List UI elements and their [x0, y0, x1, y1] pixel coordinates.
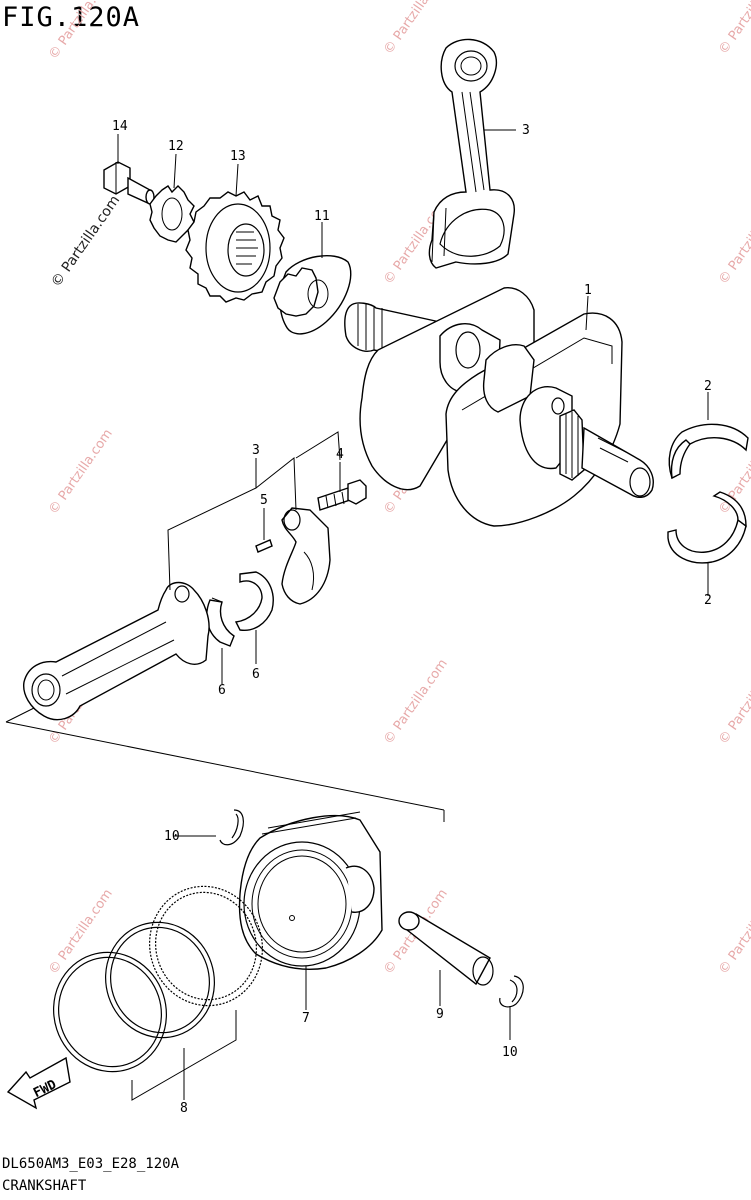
part-10-circlip-right [499, 975, 524, 1008]
fwd-arrow: FWD [6, 1056, 71, 1110]
part-3-rod-cap [281, 507, 331, 605]
callout-7: 7 [302, 1011, 310, 1026]
callout-12: 12 [168, 139, 184, 154]
callout-2-upper: 2 [704, 379, 712, 394]
part-6-bearing-left [206, 597, 235, 647]
callout-10-top: 10 [164, 829, 180, 844]
footer-code: DL650AM3_E03_E28_120A [2, 1156, 180, 1172]
callout-6-left: 6 [218, 683, 226, 698]
part-7-piston [238, 811, 383, 970]
watermark: © Partzilla.com [381, 0, 451, 57]
callout-9: 9 [436, 1007, 444, 1022]
part-3-connecting-rod-lower [23, 581, 210, 721]
footer-name: CRANKSHAFT [2, 1178, 87, 1194]
callout-14: 14 [112, 119, 128, 134]
part-14-bolt [103, 161, 155, 206]
part-11-washer-gear [273, 255, 352, 335]
part-3-connecting-rod-top [428, 38, 515, 269]
part-5-pin [255, 539, 273, 553]
callouts: 14 12 13 11 3 1 2 2 3 4 5 6 6 10 7 9 10 … [112, 119, 712, 1116]
callout-3-top: 3 [522, 123, 530, 138]
leader-lines [5, 129, 709, 1101]
figure-title: FIG.120A [2, 2, 141, 33]
watermark-dark: © Partzilla.com [48, 193, 123, 291]
part-2-bearing-lower [667, 491, 747, 564]
watermark: © Partzilla.com [381, 657, 451, 748]
part-10-circlip-top [219, 809, 244, 846]
watermark: © Partzilla.com [716, 197, 751, 288]
part-13-large-gear [185, 191, 285, 303]
callout-4: 4 [336, 447, 344, 462]
part-12-small-gear [149, 185, 195, 243]
callout-8: 8 [180, 1101, 188, 1116]
callout-6-right: 6 [252, 667, 260, 682]
callout-11: 11 [314, 209, 330, 224]
watermark: © Partzilla.com [716, 887, 751, 978]
callout-13: 13 [230, 149, 246, 164]
part-1-crankshaft [344, 287, 654, 527]
watermark: © Partzilla.com [716, 657, 751, 748]
part-2-bearing-upper [668, 423, 749, 480]
watermark: © Partzilla.com [46, 887, 116, 978]
callout-3-lower: 3 [252, 443, 260, 458]
part-8-piston-rings [53, 885, 263, 1073]
callout-2-lower: 2 [704, 593, 712, 608]
part-9-piston-pin [398, 911, 494, 986]
part-6-bearing-right [234, 571, 274, 631]
watermark: © Partzilla.com [46, 0, 116, 62]
callout-10-right: 10 [502, 1045, 518, 1060]
callout-1: 1 [584, 283, 592, 298]
callout-5: 5 [260, 493, 268, 508]
part-4-bolt [317, 479, 367, 511]
watermark: © Partzilla.com [716, 0, 751, 57]
watermark: © Partzilla.com [46, 427, 116, 518]
